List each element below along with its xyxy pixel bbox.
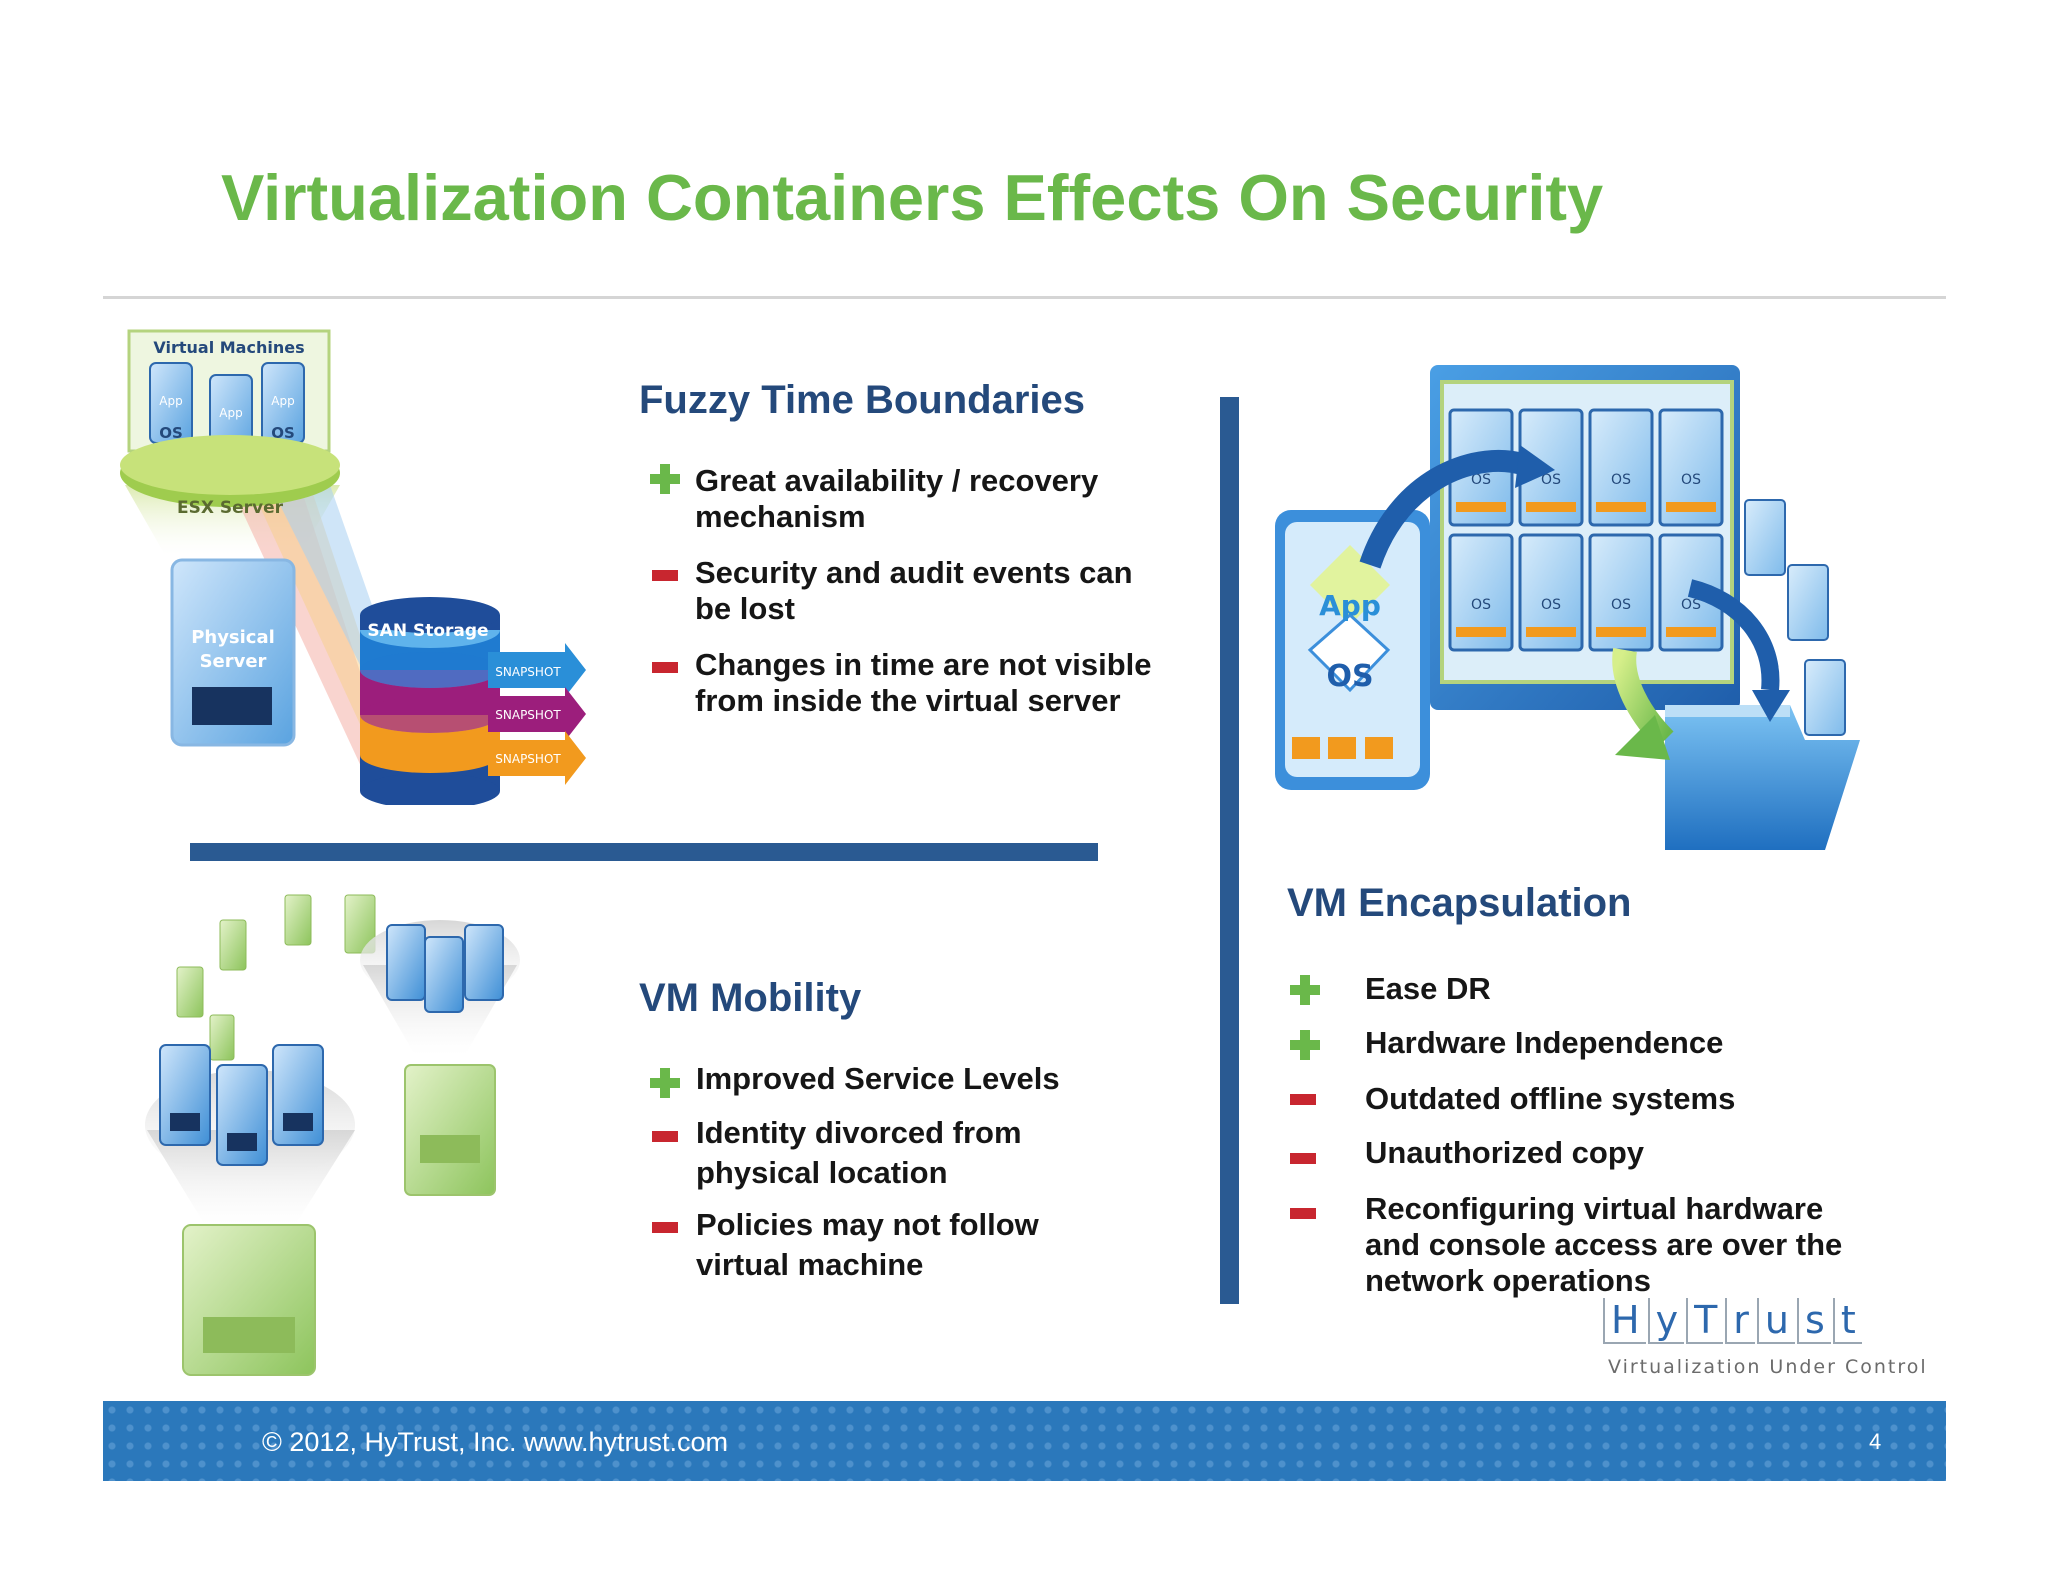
plus-icon <box>1290 975 1320 1005</box>
snapshot-diagram: Virtual Machines App OS App OS App OS ES… <box>120 329 586 805</box>
physical-server-label-2: Server <box>200 651 267 672</box>
san-storage-icon: SAN Storage <box>360 597 500 805</box>
encapsulation-item: Ease DR <box>1365 971 1491 1006</box>
svg-text:App: App <box>271 394 294 408</box>
svg-text:SNAPSHOT: SNAPSHOT <box>495 752 561 766</box>
app-label-large: App <box>1319 589 1381 622</box>
fuzzy-item: Security and audit events can be lost <box>695 555 1133 626</box>
svg-text:OS: OS <box>271 424 295 442</box>
svg-text:OS: OS <box>1541 597 1561 613</box>
esx-server-label: ESX Server <box>177 498 284 518</box>
encapsulation-heading: VM Encapsulation <box>1287 881 1632 925</box>
minus-icon <box>1290 1208 1316 1219</box>
horizontal-divider <box>190 843 1098 861</box>
snapshot-arrow: SNAPSHOT <box>488 643 586 697</box>
snapshot-arrow: SNAPSHOT <box>488 731 586 785</box>
footer-pattern <box>103 1401 1946 1481</box>
vm-cell-grid: OS OS OS OS OS OS OS OS <box>1448 408 1724 652</box>
slide-title: Virtualization Containers Effects On Sec… <box>221 161 1604 234</box>
san-storage-label: SAN Storage <box>367 621 488 641</box>
minus-icon <box>1290 1094 1316 1105</box>
mobility-item: Policies may not follow virtual machine <box>696 1207 1039 1282</box>
minus-icon <box>652 662 678 673</box>
svg-text:OS: OS <box>1681 472 1701 488</box>
svg-text:OS: OS <box>1471 597 1491 613</box>
mobility-item: Improved Service Levels <box>696 1061 1060 1096</box>
minus-icon <box>652 570 678 581</box>
svg-text:OS: OS <box>1541 472 1561 488</box>
encapsulation-item: Reconfiguring virtual hardware and conso… <box>1365 1191 1843 1298</box>
minus-icon <box>652 1222 678 1233</box>
plus-icon <box>1290 1030 1320 1060</box>
fuzzy-item: Great availability / recovery mechanism <box>695 463 1099 534</box>
mobility-diagram <box>145 894 520 1376</box>
snapshot-arrow: SNAPSHOT <box>488 687 586 741</box>
minus-icon <box>1290 1153 1316 1164</box>
plus-icon <box>650 464 680 494</box>
svg-text:OS: OS <box>1611 597 1631 613</box>
mobility-heading: VM Mobility <box>639 976 862 1020</box>
mobility-item: Identity divorced from physical location <box>696 1115 1022 1190</box>
fuzzy-heading: Fuzzy Time Boundaries <box>639 378 1086 422</box>
encapsulation-diagram: OS OS OS OS OS OS OS OS App OS <box>1275 365 1860 850</box>
svg-text:OS: OS <box>159 424 183 442</box>
encapsulation-item: Unauthorized copy <box>1365 1135 1645 1170</box>
footer-bar <box>103 1401 1946 1481</box>
vertical-divider <box>1220 397 1239 1304</box>
encapsulation-item: Outdated offline systems <box>1365 1081 1736 1116</box>
svg-text:App: App <box>159 394 182 408</box>
physical-server-label-1: Physical <box>191 627 275 648</box>
svg-text:SNAPSHOT: SNAPSHOT <box>495 665 561 679</box>
svg-text:App: App <box>219 406 242 420</box>
encapsulation-item: Hardware Independence <box>1365 1025 1724 1060</box>
svg-text:OS: OS <box>1681 597 1701 613</box>
plus-icon <box>650 1068 680 1098</box>
fuzzy-item: Changes in time are not visible from ins… <box>695 647 1152 718</box>
title-divider <box>103 296 1946 299</box>
svg-text:OS: OS <box>1471 472 1491 488</box>
svg-text:OS: OS <box>1611 472 1631 488</box>
svg-text:SNAPSHOT: SNAPSHOT <box>495 708 561 722</box>
footer-copyright: © 2012, HyTrust, Inc. www.hytrust.com <box>262 1427 729 1457</box>
vm-label: Virtual Machines <box>153 338 304 357</box>
os-label-large: OS <box>1326 659 1373 694</box>
page-number: 4 <box>1869 1429 1882 1454</box>
logo-tagline: Virtualization Under Control <box>1608 1356 1928 1378</box>
minus-icon <box>652 1131 678 1142</box>
